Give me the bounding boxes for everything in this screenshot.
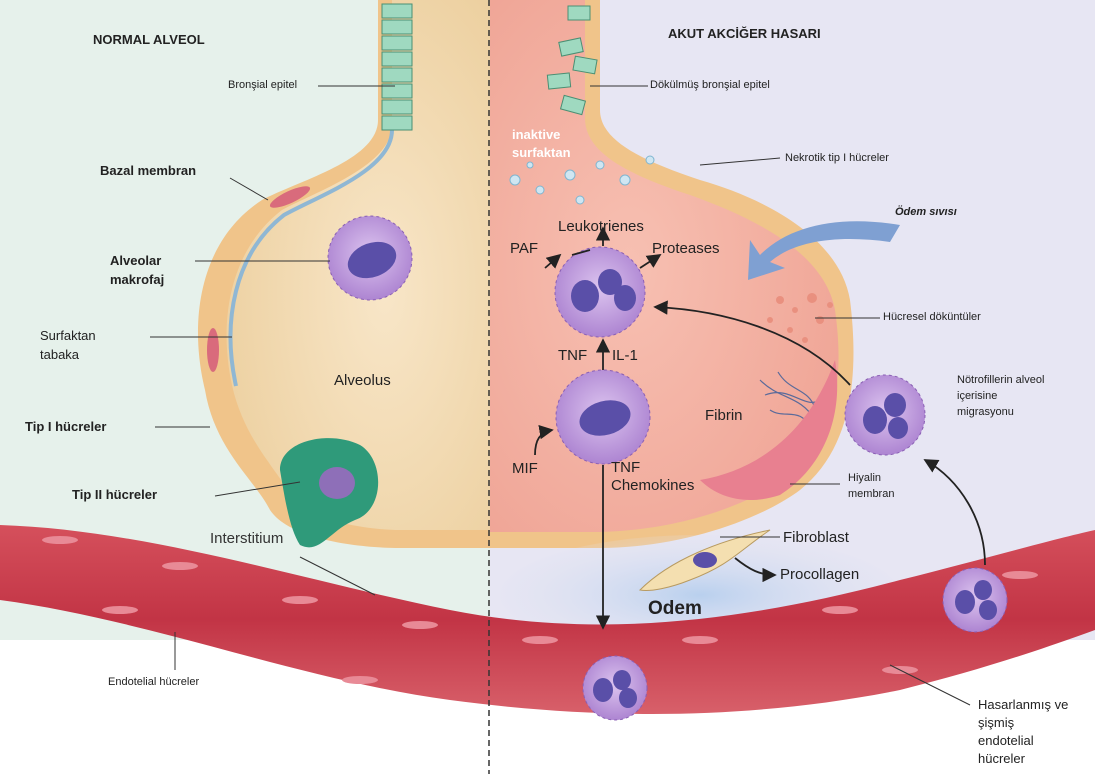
label-makrofaj: makrofaj <box>110 272 164 287</box>
label-dokulmus: Dökülmüş bronşial epitel <box>650 79 770 91</box>
label-bronsial-epitel: Bronşial epitel <box>228 79 297 91</box>
label-tnf-2: TNF <box>611 459 640 476</box>
label-hasar-2: şişmiş <box>978 715 1014 730</box>
neutrophil-vessel-1 <box>583 656 647 720</box>
label-notrofil-3: migrasyonu <box>957 406 1014 418</box>
type1-cell <box>207 328 219 372</box>
neutrophil-vessel-2 <box>943 568 1007 632</box>
label-interstitium: Interstitium <box>210 530 283 547</box>
label-alveolus: Alveolus <box>334 372 391 389</box>
neutrophil-migrating <box>845 375 925 455</box>
neutrophil-upper <box>555 247 645 337</box>
label-fibroblast: Fibroblast <box>783 529 849 546</box>
label-endotelial: Endotelial hücreler <box>108 676 199 688</box>
label-inaktive: inaktive <box>512 127 560 142</box>
akut-title: AKUT AKCİĞER HASARI <box>668 26 821 41</box>
label-odem-sivisi: Ödem sıvısı <box>895 206 957 218</box>
label-leukotrienes: Leukotrienes <box>558 218 644 235</box>
label-nekrotik: Nekrotik tip I hücreler <box>785 152 889 164</box>
normal-alveol-title: NORMAL ALVEOL <box>93 32 205 47</box>
label-tip2: Tip II hücreler <box>72 487 157 502</box>
label-chemokines: Chemokines <box>611 477 694 494</box>
label-procollagen: Procollagen <box>780 566 859 583</box>
label-mif: MIF <box>512 460 538 477</box>
label-alveolar: Alveolar <box>110 253 161 268</box>
label-odem: Odem <box>648 598 702 620</box>
label-il1: IL-1 <box>612 347 638 364</box>
label-hasar-4: hücreler <box>978 751 1025 766</box>
label-surfaktan-inaktive: surfaktan <box>512 145 571 160</box>
label-hasar-3: endotelial <box>978 733 1034 748</box>
label-hiyalin: Hiyalin <box>848 472 881 484</box>
macrophage-injury <box>556 370 650 464</box>
label-notrofil-2: içerisine <box>957 390 997 402</box>
label-notrofil-1: Nötrofillerin alveol <box>957 374 1044 386</box>
label-hasar-1: Hasarlanmış ve <box>978 697 1068 712</box>
label-fibrin: Fibrin <box>705 407 743 424</box>
label-hucresel: Hücresel döküntüler <box>883 311 981 323</box>
label-paf: PAF <box>510 240 538 257</box>
alveolar-macrophage <box>328 216 412 300</box>
label-tip1: Tip I hücreler <box>25 419 106 434</box>
label-tabaka: tabaka <box>40 347 79 362</box>
label-bazal-membran: Bazal membran <box>100 163 196 178</box>
label-tnf-1: TNF <box>558 347 587 364</box>
label-proteases: Proteases <box>652 240 720 257</box>
label-membran: membran <box>848 488 894 500</box>
label-surfaktan: Surfaktan <box>40 328 96 343</box>
